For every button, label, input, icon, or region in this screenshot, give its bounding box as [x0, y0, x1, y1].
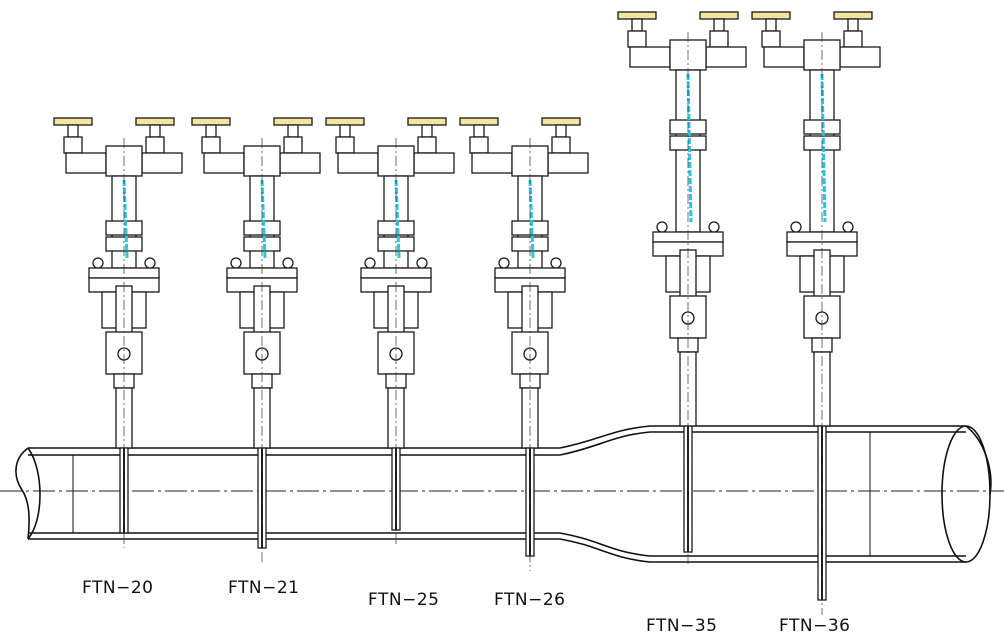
instrument-assembly-ftn21 — [191, 117, 321, 563]
tag-label-ftn-25: FTN−25 — [368, 590, 440, 610]
tag-label-ftn-26: FTN−26 — [494, 590, 566, 610]
instrument-assembly-ftn36 — [751, 11, 881, 615]
main-pipe — [15, 425, 992, 563]
tag-label-ftn-36: FTN−36 — [779, 616, 851, 636]
tag-label-ftn-35: FTN−35 — [646, 616, 718, 636]
tag-label-ftn-21: FTN−21 — [228, 578, 300, 598]
tag-label-ftn-20: FTN−20 — [82, 578, 154, 598]
instrument-assembly-ftn20 — [53, 117, 183, 548]
instrument-assembly-ftn35 — [617, 11, 747, 567]
instrument-assembly-ftn25 — [325, 117, 455, 545]
instrument-assembly-ftn26 — [459, 117, 589, 571]
